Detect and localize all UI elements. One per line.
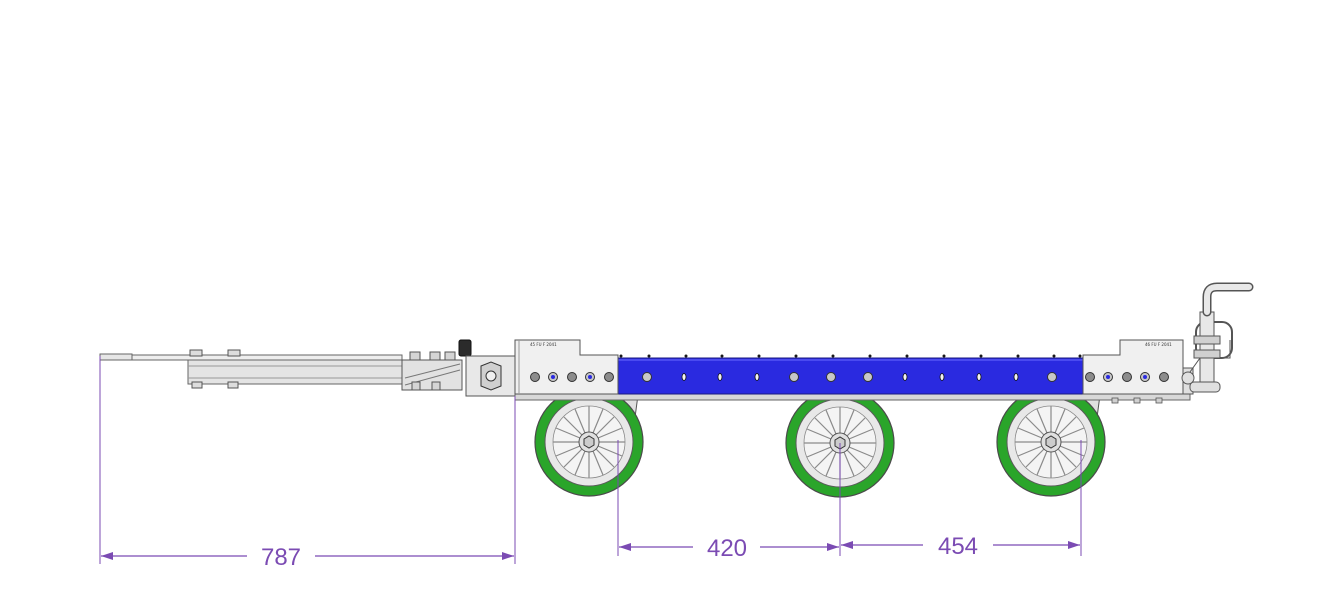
bracket-code-right: 46 FU F 2041 xyxy=(1145,342,1172,347)
bracket-code-left: 45 FU F 2041 xyxy=(530,342,557,347)
dimension-label-787: 787 xyxy=(261,544,301,571)
caster-wheel-left xyxy=(534,387,644,497)
dimension-caster-left: 420 xyxy=(617,440,841,562)
cart-frame xyxy=(514,354,1191,401)
dimension-label-454: 454 xyxy=(938,533,978,560)
dimension-caster-right: 454 xyxy=(841,440,1082,560)
frame-bracket-left: 45 FU F 2041 xyxy=(514,339,619,395)
coupling-hook xyxy=(1181,282,1254,395)
dimension-label-420: 420 xyxy=(707,535,747,562)
caster-wheel-right xyxy=(996,387,1106,497)
tow-bar xyxy=(99,339,517,397)
dimension-tow-bar: 787 xyxy=(99,356,516,571)
frame-bracket-right: 46 FU F 2041 xyxy=(1082,339,1184,404)
